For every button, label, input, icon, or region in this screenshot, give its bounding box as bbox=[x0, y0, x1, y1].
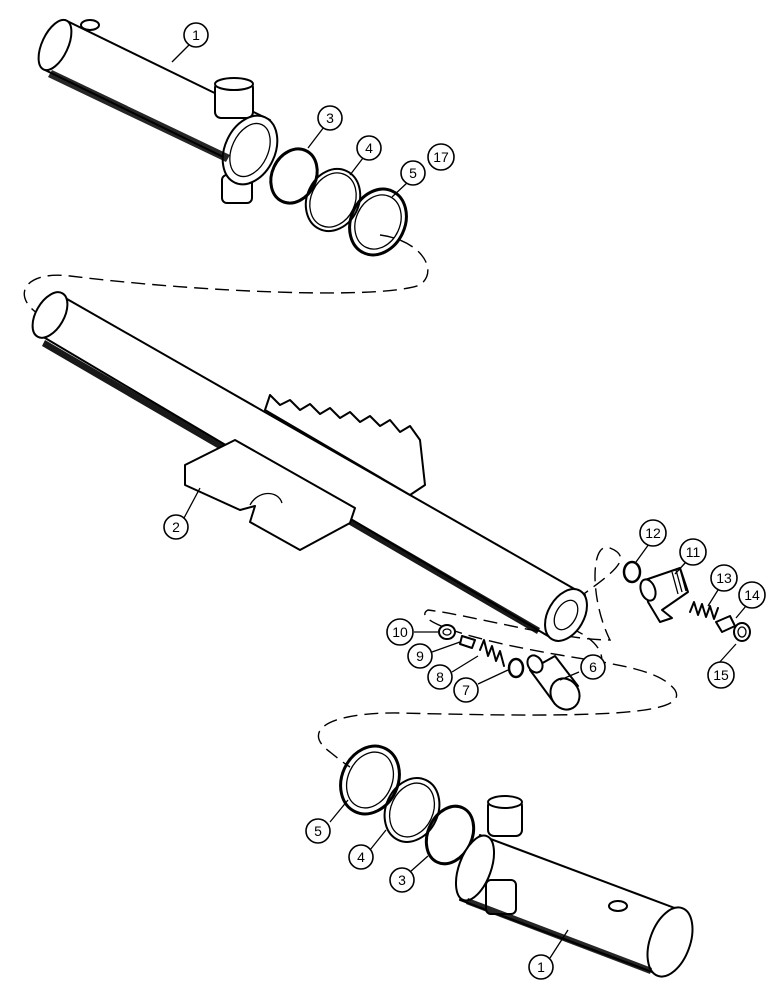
valve-o-ring-12 bbox=[622, 560, 642, 584]
callout-label: 5 bbox=[409, 165, 417, 181]
valve-o-ring-7 bbox=[507, 657, 525, 679]
bottom-wear-ring bbox=[339, 744, 401, 816]
callout-label: 1 bbox=[192, 27, 200, 43]
callout-6: 6 bbox=[580, 654, 606, 680]
callout-label: 13 bbox=[716, 570, 732, 586]
callout-14: 14 bbox=[738, 581, 766, 609]
leader-lines bbox=[171, 43, 747, 959]
callout-10: 10 bbox=[386, 618, 414, 646]
assembly-path-valve-b bbox=[569, 627, 603, 676]
callout-12: 12 bbox=[639, 519, 667, 547]
callout-label: 17 bbox=[433, 149, 449, 165]
callout-label: 8 bbox=[436, 669, 444, 685]
callout-label: 2 bbox=[172, 519, 180, 535]
valve-plunger-14 bbox=[715, 615, 736, 633]
callout-5-bottom: 5 bbox=[305, 818, 331, 844]
callout-17: 17 bbox=[427, 143, 455, 171]
assembly-path-valve bbox=[317, 546, 678, 768]
callout-4-top: 4 bbox=[356, 135, 382, 161]
valve-spring-8 bbox=[479, 639, 505, 667]
valve-seat-6 bbox=[526, 654, 581, 711]
callout-label: 4 bbox=[365, 140, 373, 156]
callout-1-bottom: 1 bbox=[528, 954, 554, 980]
callout-label: 5 bbox=[314, 823, 322, 839]
callout-15: 15 bbox=[707, 661, 735, 689]
callout-13: 13 bbox=[710, 564, 738, 592]
valve-plug-10 bbox=[438, 624, 456, 640]
callout-label: 11 bbox=[686, 544, 701, 560]
valve-seat-11 bbox=[639, 567, 689, 623]
callout-11: 11 bbox=[679, 538, 707, 566]
callout-4-bottom: 4 bbox=[348, 844, 374, 870]
callout-label: 14 bbox=[744, 587, 760, 603]
top-o-ring bbox=[269, 147, 319, 205]
callout-8: 8 bbox=[427, 664, 453, 690]
top-wear-ring bbox=[348, 187, 408, 257]
valve-plunger-9 bbox=[459, 635, 476, 649]
callout-label: 12 bbox=[645, 525, 661, 541]
callout-label: 9 bbox=[416, 648, 424, 664]
assembly-path-top bbox=[23, 234, 429, 319]
bottom-cylinder bbox=[454, 795, 694, 978]
callout-label: 4 bbox=[357, 849, 365, 865]
callout-9: 9 bbox=[407, 643, 433, 669]
callout-3-bottom: 3 bbox=[389, 867, 415, 893]
callout-label: 3 bbox=[326, 110, 334, 126]
rack-teeth bbox=[264, 394, 426, 496]
callout-7: 7 bbox=[453, 677, 479, 703]
callout-label: 10 bbox=[392, 624, 408, 640]
top-cylinder bbox=[37, 18, 279, 204]
valve-plug-15 bbox=[733, 622, 751, 642]
rack-piston bbox=[31, 291, 588, 642]
callout-label: 3 bbox=[398, 872, 406, 888]
callout-1-top: 1 bbox=[183, 22, 209, 48]
callout-3-top: 3 bbox=[317, 105, 343, 131]
callout-label: 6 bbox=[589, 659, 597, 675]
callout-label: 7 bbox=[462, 682, 470, 698]
callout-label: 1 bbox=[537, 959, 545, 975]
valve-spring-13 bbox=[689, 601, 719, 620]
callout-label: 15 bbox=[713, 667, 729, 683]
bottom-backup-ring bbox=[383, 777, 441, 843]
callout-5-top: 5 bbox=[400, 160, 426, 186]
callout-2: 2 bbox=[163, 514, 189, 540]
